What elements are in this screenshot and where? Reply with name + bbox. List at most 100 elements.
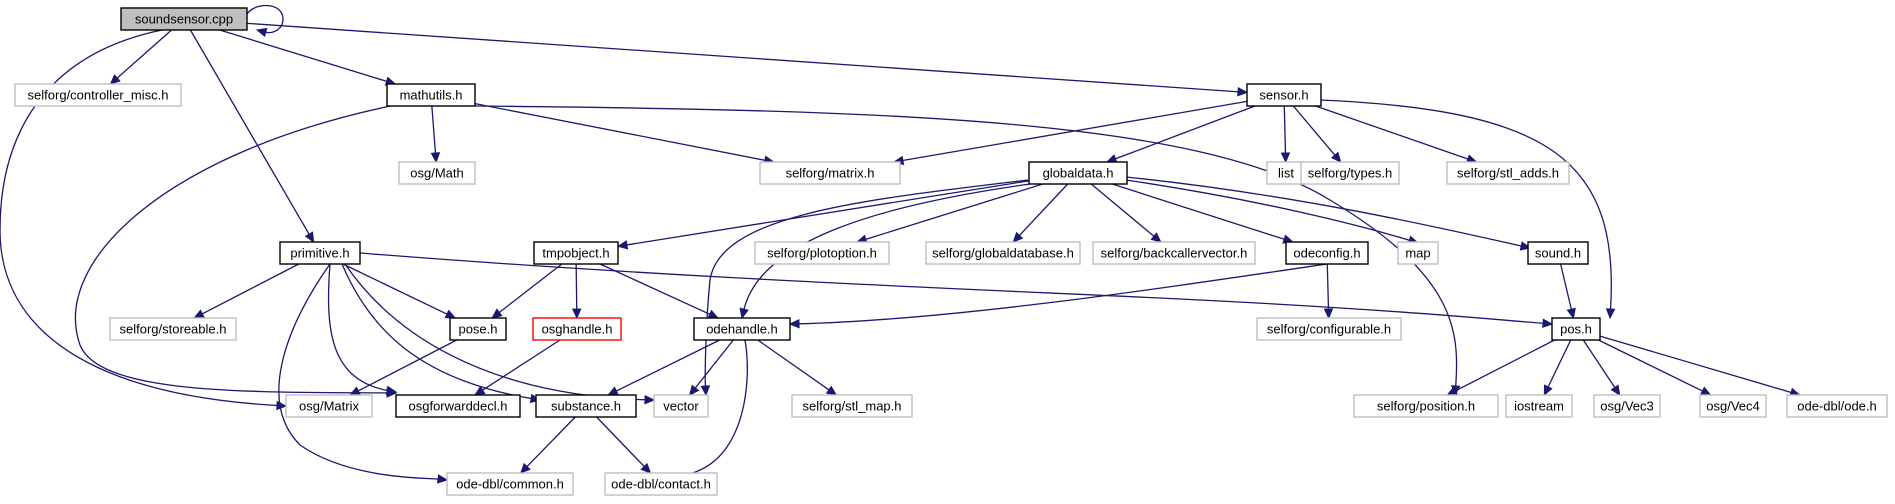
edge-soundsensor-to-soundsensor: [246, 4, 284, 38]
edge-arrowhead: [571, 308, 582, 320]
edge-substance-to-contact: [596, 416, 652, 474]
node-pos[interactable]: pos.h: [1551, 317, 1601, 341]
node-mathutils[interactable]: mathutils.h: [386, 83, 476, 107]
edge-globaldata-to-sound: [1125, 176, 1532, 251]
node-osgmatrix: osg/Matrix: [285, 394, 373, 418]
edge-line: [596, 416, 646, 468]
node-label: pos.h: [1560, 321, 1592, 336]
edge-line: [1112, 183, 1286, 241]
node-osghandle[interactable]: osghandle.h: [532, 317, 622, 341]
edge-line: [201, 263, 300, 315]
edge-arrowhead: [788, 318, 800, 329]
edge-line: [246, 4, 284, 34]
node-box: [1285, 241, 1369, 265]
node-iostream: iostream: [1505, 394, 1573, 418]
edge-line: [189, 29, 311, 236]
edge-line: [625, 180, 1030, 246]
edge-arrowhead: [739, 307, 749, 320]
node-vector: vector: [653, 394, 709, 418]
edge-tmpobject-to-odehandle: [599, 263, 720, 319]
node-label: selforg/controller_misc.h: [28, 87, 169, 102]
edge-line: [116, 29, 172, 80]
node-ode: ode-dbl/ode.h: [1786, 394, 1888, 418]
node-label: selforg/types.h: [1308, 165, 1393, 180]
node-globaldata[interactable]: globaldata.h: [1028, 161, 1128, 185]
node-storeable: selforg/storeable.h: [109, 317, 237, 341]
node-box: [535, 394, 637, 418]
edge-soundsensor-to-primitive: [189, 29, 315, 244]
edge-line: [1582, 339, 1616, 389]
edge-line: [1125, 179, 1411, 242]
edge-primitive-to-storeable: [193, 263, 300, 319]
edge-tmpobject-to-pose: [491, 263, 563, 319]
node-box: [279, 241, 361, 265]
edge-osghandle-to-osgforwarddecl: [473, 339, 561, 396]
edge-globaldata-to-tmpobject: [616, 180, 1030, 250]
node-label: selforg/stl_map.h: [803, 398, 902, 413]
node-substance[interactable]: substance.h: [535, 394, 637, 418]
node-map: map: [1397, 241, 1439, 265]
node-sensor[interactable]: sensor.h: [1246, 83, 1322, 107]
node-box: [791, 394, 913, 418]
node-label: soundsensor.cpp: [135, 11, 233, 26]
edge-pos-to-position: [1446, 339, 1555, 396]
node-primitive[interactable]: primitive.h: [279, 241, 361, 265]
edge-line: [498, 263, 563, 314]
node-tmpobject[interactable]: tmpobject.h: [533, 241, 619, 265]
edge-line: [1319, 99, 1612, 311]
node-odeconfig[interactable]: odeconfig.h: [1285, 241, 1369, 265]
node-label: mathutils.h: [400, 87, 463, 102]
edge-line: [1125, 176, 1523, 247]
node-odehandle[interactable]: odehandle.h: [693, 317, 791, 341]
edge-sensor-to-stl_adds: [1315, 105, 1478, 164]
node-label: ode-dbl/ode.h: [1797, 398, 1877, 413]
node-stl_adds: selforg/stl_adds.h: [1446, 161, 1570, 185]
edge-line: [481, 339, 561, 392]
node-box: [446, 472, 574, 496]
node-label: pose.h: [458, 321, 497, 336]
edge-line: [599, 263, 711, 316]
edge-arrowhead: [437, 474, 449, 484]
node-soundsensor[interactable]: soundsensor.cpp: [120, 7, 248, 31]
node-label: selforg/storeable.h: [120, 321, 227, 336]
edge-line: [341, 263, 533, 400]
edge-arrowhead: [1330, 151, 1342, 163]
node-sound[interactable]: sound.h: [1527, 241, 1589, 265]
node-contact: ode-dbl/contact.h: [604, 472, 718, 496]
edge-arrowhead: [825, 385, 838, 396]
edge-globaldata-to-map: [1125, 179, 1420, 245]
edge-globaldata-to-backcallervector: [1090, 183, 1162, 243]
node-box: [120, 7, 248, 31]
edge-arrowhead: [430, 152, 441, 164]
edge-tmpobject-to-osghandle: [571, 263, 582, 320]
edge-line: [757, 339, 831, 391]
node-label: selforg/position.h: [1377, 398, 1475, 413]
node-label: selforg/backcallervector.h: [1101, 245, 1248, 260]
edge-pos-to-ode: [1599, 335, 1801, 397]
node-label: odeconfig.h: [1293, 245, 1360, 260]
edge-arrowhead: [193, 309, 205, 319]
node-box: [1256, 317, 1402, 341]
edge-odehandle-to-stl_map: [757, 339, 838, 396]
edge-arrowhead: [640, 462, 652, 474]
edge-arrowhead: [1699, 386, 1712, 396]
node-label: osg/Matrix: [299, 398, 359, 413]
edge-line: [1018, 183, 1069, 237]
edge-arrowhead: [1610, 384, 1621, 397]
node-common: ode-dbl/common.h: [446, 472, 574, 496]
edge-mathutils-to-matrix: [474, 102, 775, 165]
edge-line: [704, 179, 1029, 388]
edge-arrowhead: [688, 384, 700, 396]
edge-soundsensor-to-mathutils: [219, 29, 397, 86]
node-configurable: selforg/configurable.h: [1256, 317, 1402, 341]
node-label: globaldata.h: [1043, 165, 1114, 180]
node-position: selforg/position.h: [1353, 394, 1499, 418]
node-label: sound.h: [1535, 245, 1581, 260]
edge-pos-to-iostream: [1543, 339, 1572, 397]
edge-odeconfig-to-odehandle: [788, 263, 1328, 329]
edge-line: [615, 339, 721, 393]
node-pose[interactable]: pose.h: [449, 317, 507, 341]
node-label: tmpobject.h: [542, 245, 609, 260]
edge-mathutils-to-osgmath: [430, 105, 441, 164]
node-osgforwarddecl[interactable]: osgforwarddecl.h: [395, 394, 521, 418]
